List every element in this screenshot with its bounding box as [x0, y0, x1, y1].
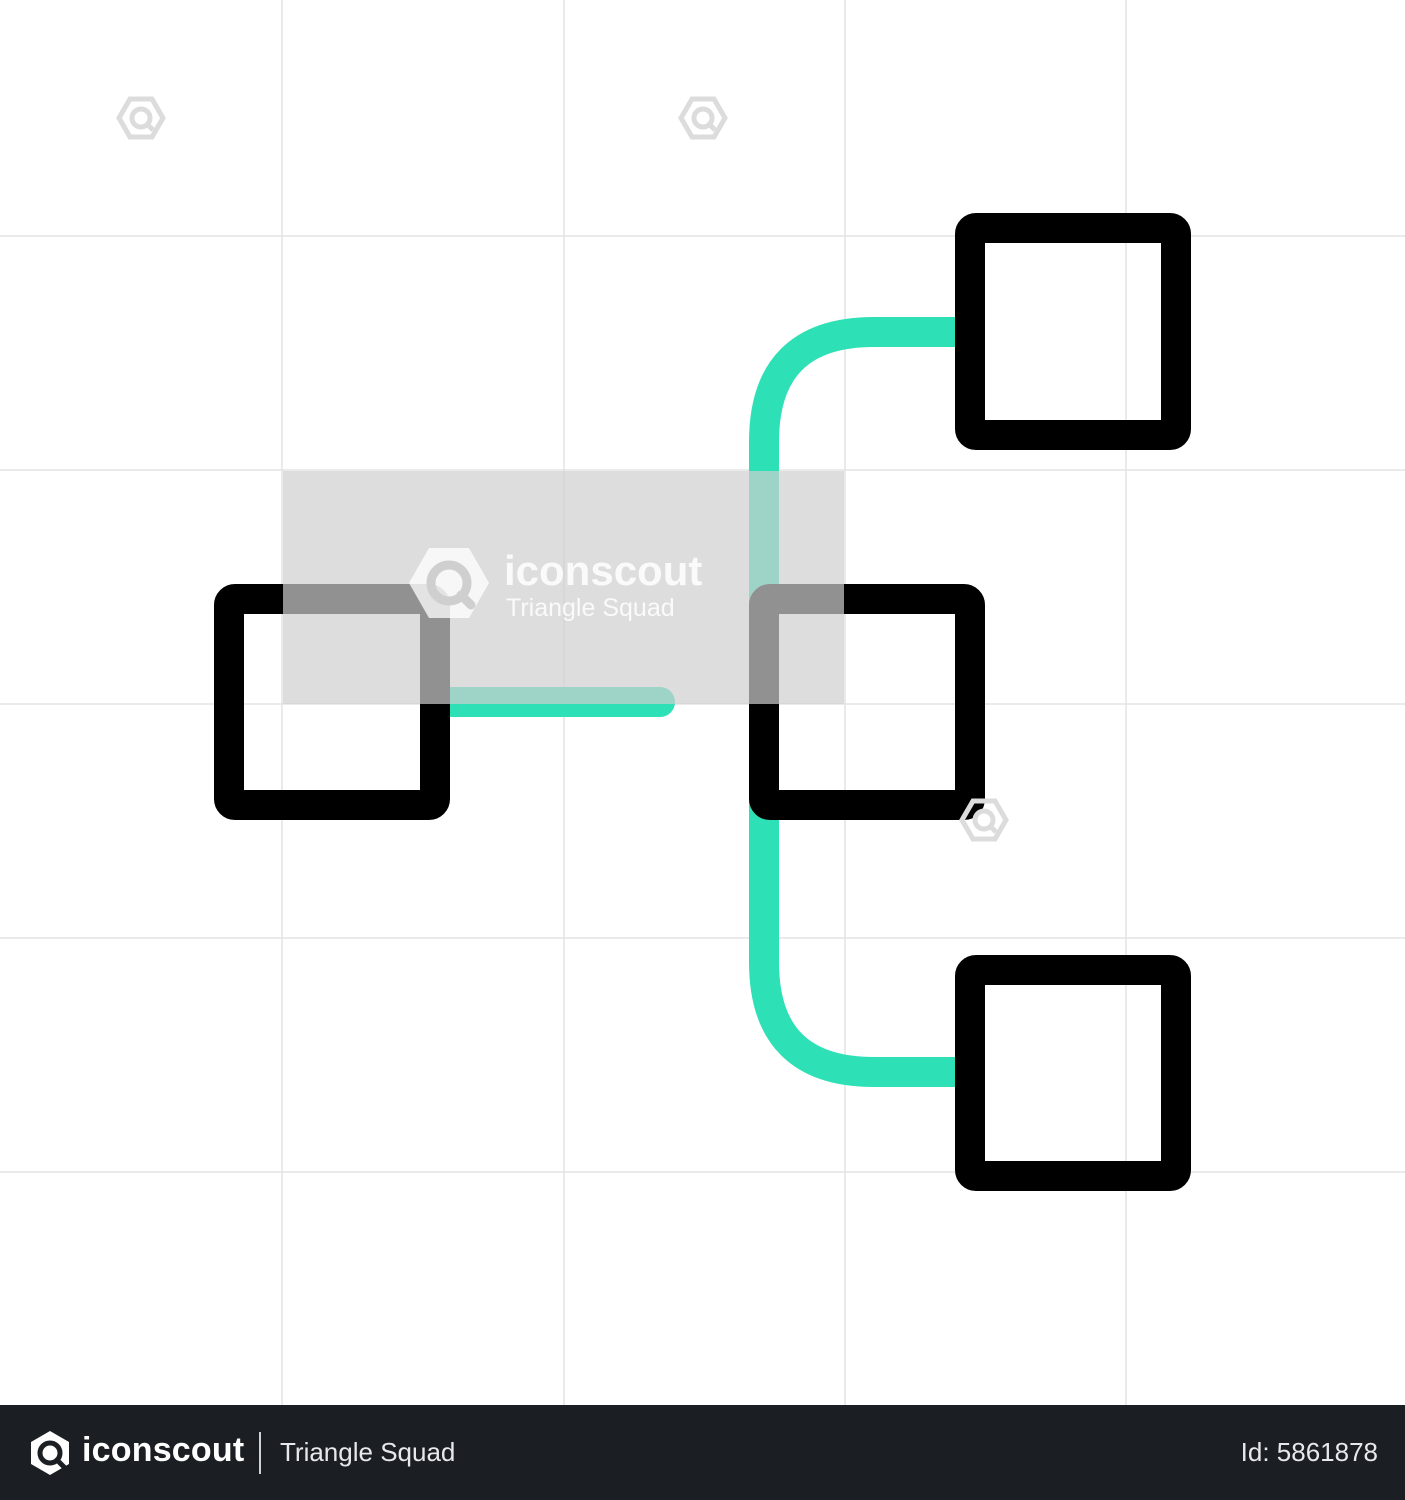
iconscout-watermark-icon	[409, 548, 489, 618]
watermark-brand: iconscout	[504, 547, 702, 594]
footer-asset-id: Id: 5861878	[1240, 1437, 1378, 1467]
node-box	[955, 955, 1191, 1191]
watermark-author: Triangle Squad	[506, 594, 675, 622]
node-box	[955, 213, 1191, 450]
footer-divider	[259, 1432, 261, 1474]
watermark-mark-icon	[678, 96, 728, 140]
watermark-mark-icon	[959, 798, 1009, 842]
icon-canvas: iconscout Triangle Squad	[0, 0, 1405, 1405]
watermark-overlay: iconscout Triangle Squad	[283, 471, 844, 704]
watermark-mark-icon	[116, 96, 166, 140]
footer-author: Triangle Squad	[280, 1437, 456, 1467]
iconscout-logo-icon	[31, 1431, 69, 1475]
footer-bar: iconscout Triangle Squad Id: 5861878	[0, 1405, 1405, 1500]
footer-brand-name: iconscout	[82, 1431, 245, 1469]
